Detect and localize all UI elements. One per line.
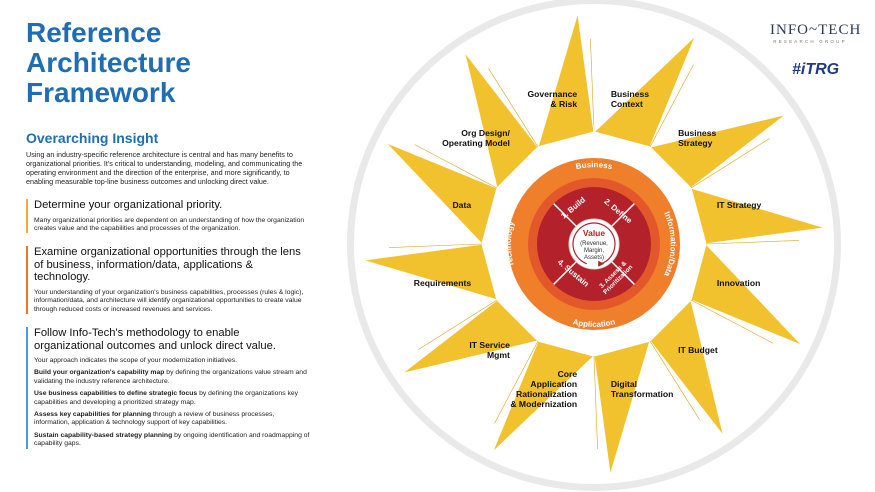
method-item: Use business capabilities to define stra… [34,390,311,407]
spoke-label: IT Budget [678,345,718,355]
method-item-text: by defining the organizations value stre… [34,369,307,385]
spoke-segment [385,141,498,246]
spoke-segment [593,340,651,476]
spoke-divider [590,39,595,133]
spoke-divider [418,299,498,350]
arrow-head-icon [598,260,605,267]
title-line-2: Framework [26,77,176,108]
method-item-bold: Sustain capability-based strategy planni… [34,431,173,439]
insight-text: Using an industry-specific reference arc… [26,150,303,186]
spoke-divider [690,138,770,189]
value-label: Value(Revenue,Margin,Assets) [580,228,608,261]
left-panel: Reference Architecture Framework Overarc… [26,18,311,453]
spoke-divider [389,243,483,248]
page-title: Reference Architecture Framework [26,18,311,108]
spoke-divider [690,299,774,344]
section-methodology: Follow Info-Tech's methodology to enable… [26,327,311,449]
spoke-segment [463,51,539,190]
framework-wheel: Industry ContextBusinessContextBusinessS… [347,0,841,491]
spoke-segment [362,243,498,301]
spoke-label: Innovation [717,278,760,288]
section-body: Many organizational priorities are depen… [34,216,305,232]
step-divider [610,203,635,228]
method-item-text: through a review of business processes, … [34,411,275,427]
spoke-label: IT Strategy [717,200,762,210]
value-center [568,218,620,270]
method-item-bold: Use business capabilities to define stra… [34,390,198,398]
section-heading: Follow Info-Tech's methodology to enable… [34,327,276,352]
method-item-bold: Assess key capabilities for planning [34,411,152,419]
spoke-segment [690,242,803,347]
section-heading: Determine your organizational priority. [34,199,223,211]
spoke-divider [649,340,700,420]
itrg-logo: #iTRG [792,61,840,78]
method-item-bold: Build your organization's capability map [34,369,165,377]
spoke-divider [494,340,539,424]
spoke-divider [649,64,694,148]
method-item: Sustain capability-based strategy planni… [34,432,311,449]
spoke-label: Org Design/Operating Model [442,128,510,148]
spoke-segment [690,187,826,245]
method-item-text: by ongoing identification and roadmappin… [34,431,310,448]
spoke-divider [593,355,598,449]
spoke-segment [491,340,596,453]
spoke-segment [649,298,725,437]
step-divider [553,260,578,285]
spoke-segment [537,12,595,148]
title-line-1: Reference Architecture [26,17,191,78]
ring-label: Technology [504,220,516,268]
section-opportunities: Examine organizational opportunities thr… [26,246,311,315]
section-heading: Examine organizational opportunities thr… [34,246,301,284]
step-divider [610,260,635,285]
infotech-logo: INFO~TECH RESEARCH GROUP [770,22,862,44]
section-priority: Determine your organizational priority. … [26,199,311,234]
cycle-arrow [572,222,616,265]
section-intro: Your approach indicates the scope of you… [34,357,238,365]
ring-label: Application [572,317,616,329]
spoke-label: Data [452,200,471,210]
method-item-text: by defining the organizations key capabi… [34,390,299,406]
insight-heading: Overarching Insight [26,130,159,146]
step-divider [553,203,578,228]
ring-label: Business [575,160,614,171]
spoke-segment [648,113,787,189]
section-body: Your understanding of your organization'… [34,288,304,313]
spoke-divider [488,68,539,148]
spoke-label: Requirements [414,278,472,288]
method-item: Assess key capabilities for planning thr… [34,411,311,428]
infotech-logo-text: INFO~TECH [770,22,862,38]
method-item: Build your organization's capability map… [34,369,311,386]
spoke-label: Governance& Risk [527,89,577,109]
spoke-segment [592,35,697,148]
spoke-divider [705,240,799,245]
spoke-divider [414,144,498,189]
infotech-logo-subtext: RESEARCH GROUP [773,39,847,44]
spoke-segment [401,299,540,375]
